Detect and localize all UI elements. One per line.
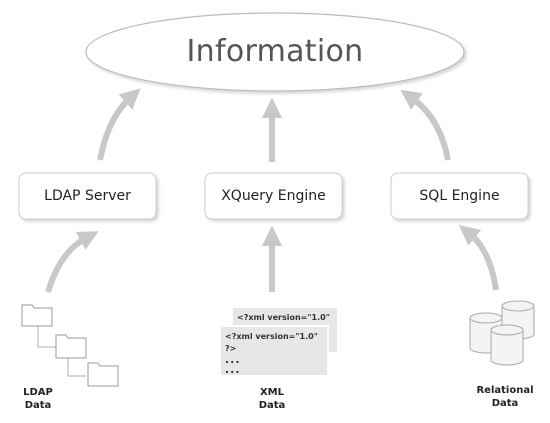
- sql-engine-box: [390, 172, 529, 220]
- arrow-ldap-data-to-server: [45, 231, 99, 293]
- sql-engine-label: SQL Engine: [419, 188, 500, 204]
- folder-tree-icon: [21, 304, 119, 387]
- xml-data-label: XML Data: [252, 386, 292, 412]
- ldap-server-label: LDAP Server: [44, 188, 131, 204]
- xml-doc-front: <?xml version="1.0" ?> ... ...: [221, 327, 327, 375]
- xml-data-label-line1: XML: [259, 387, 285, 398]
- xml-doc-front-line: <?xml version="1.0" ?>: [225, 332, 318, 353]
- relational-data-label-line1: Relational: [476, 385, 534, 396]
- relational-data-label-line2: Data: [491, 398, 519, 409]
- arrow-relational-data-to-sql: [458, 225, 499, 291]
- ldap-data-label: LDAP Data: [18, 386, 58, 412]
- xml-doc-ellipsis-2: ...: [225, 363, 241, 376]
- xquery-engine-label: XQuery Engine: [221, 188, 326, 204]
- ldap-data-label-line1: LDAP: [23, 387, 53, 398]
- arrow-sql-to-information: [400, 89, 451, 161]
- xml-data-label-line2: Data: [258, 400, 286, 411]
- xml-doc-ellipsis-1: ...: [225, 353, 241, 366]
- database-cylinders-icon: [469, 300, 535, 366]
- relational-data-label: Relational Data: [470, 384, 540, 410]
- information-ellipse: [85, 12, 465, 92]
- xquery-engine-box: [204, 172, 343, 220]
- information-label: Information: [186, 33, 364, 69]
- ldap-server-box: [18, 172, 157, 220]
- arrow-ldap-to-information: [97, 88, 141, 161]
- ldap-data-label-line2: Data: [24, 400, 52, 411]
